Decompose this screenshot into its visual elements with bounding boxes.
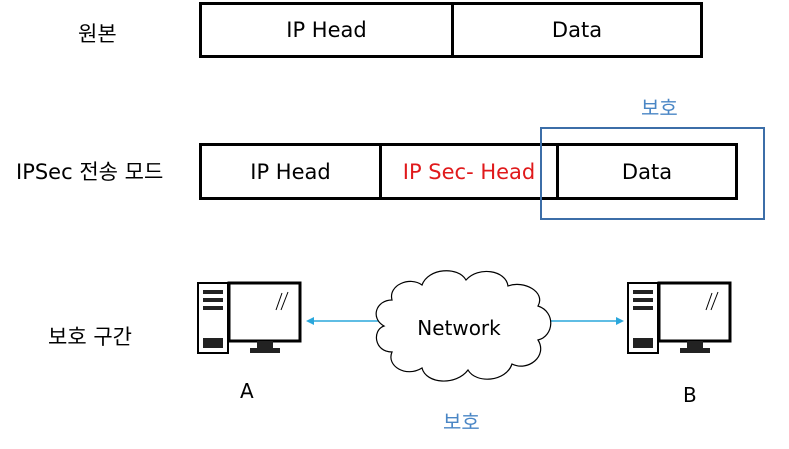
transport-data-cell: Data bbox=[556, 143, 738, 200]
transport-ipsec-head-cell: IP Sec- Head bbox=[379, 143, 559, 200]
host-b-label: B bbox=[683, 383, 697, 407]
transport-row-label: IPSec 전송 모드 bbox=[16, 160, 164, 184]
network-section-label: 보호 구간 bbox=[48, 325, 132, 349]
computer-b-icon bbox=[627, 281, 732, 354]
original-data-text: Data bbox=[551, 18, 603, 42]
original-ip-head-text: IP Head bbox=[286, 18, 367, 42]
host-a-label: A bbox=[240, 379, 254, 403]
transport-protected-label: 보호 bbox=[641, 96, 678, 120]
network-protected-label: 보호 bbox=[443, 410, 480, 434]
original-data-cell: Data bbox=[451, 2, 703, 58]
original-row-label: 원본 bbox=[78, 22, 117, 46]
computer-a-icon bbox=[197, 281, 302, 354]
network-cloud-icon bbox=[375, 270, 552, 382]
transport-ipsec-head-text: IP Sec- Head bbox=[402, 159, 536, 184]
transport-data-text: Data bbox=[621, 159, 673, 184]
network-cloud-label: Network bbox=[417, 316, 501, 340]
transport-ip-head-text: IP Head bbox=[250, 159, 331, 184]
protected-region-box bbox=[540, 127, 765, 220]
